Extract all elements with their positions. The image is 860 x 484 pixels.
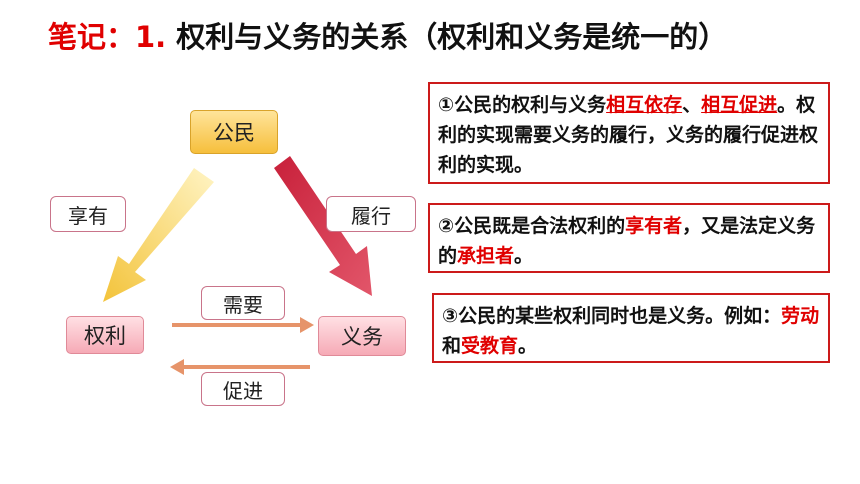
note-3-seg: 。	[518, 335, 538, 357]
note-3-highlight: 受教育	[461, 335, 519, 357]
label-need: 需要	[201, 286, 285, 320]
title-text: 权利与义务的关系（权利和义务是统一的）	[176, 20, 728, 54]
arrow-citizen-to-rights	[103, 168, 214, 302]
note-3-seg: 和	[442, 335, 462, 357]
note-3-seg: ③公民的某些权利同时也是义务。例如：	[442, 305, 782, 327]
node-rights: 权利	[66, 316, 144, 354]
label-enjoy: 享有	[50, 196, 126, 232]
note-2-seg: ②公民既是合法权利的	[438, 215, 626, 237]
note-3-highlight: 劳动	[781, 305, 820, 327]
label-perform: 履行	[326, 196, 416, 232]
note-box-2: ②公民既是合法权利的享有者，又是法定义务的承担者。	[428, 203, 830, 273]
title-prefix: 笔记：1.	[48, 20, 177, 54]
note-2-highlight: 享有者	[625, 215, 683, 237]
note-2-seg: 。	[514, 245, 534, 267]
note-1-seg: ①公民的权利与义务	[438, 94, 607, 116]
note-2-seg: ，又是法定义务的	[438, 215, 816, 267]
note-1-highlight: 相互促进	[701, 94, 778, 116]
node-citizen: 公民	[190, 110, 278, 154]
note-1-seg: 。权利的实现需要义务的履行，义务的履行促进权利的实现。	[438, 94, 819, 176]
note-box-1: ①公民的权利与义务相互依存、相互促进。权利的实现需要义务的履行，义务的履行促进权…	[428, 82, 830, 184]
page-title: 笔记：1. 权利与义务的关系（权利和义务是统一的）	[48, 14, 727, 56]
note-box-3: ③公民的某些权利同时也是义务。例如：劳动和受教育。	[432, 293, 830, 363]
note-2-highlight: 承担者	[457, 245, 515, 267]
node-duty: 义务	[318, 316, 406, 356]
label-promote: 促进	[201, 372, 285, 406]
arrow-citizen-to-duty	[274, 156, 372, 296]
note-1-highlight: 相互依存	[606, 94, 683, 116]
note-1-seg: 、	[682, 94, 702, 116]
